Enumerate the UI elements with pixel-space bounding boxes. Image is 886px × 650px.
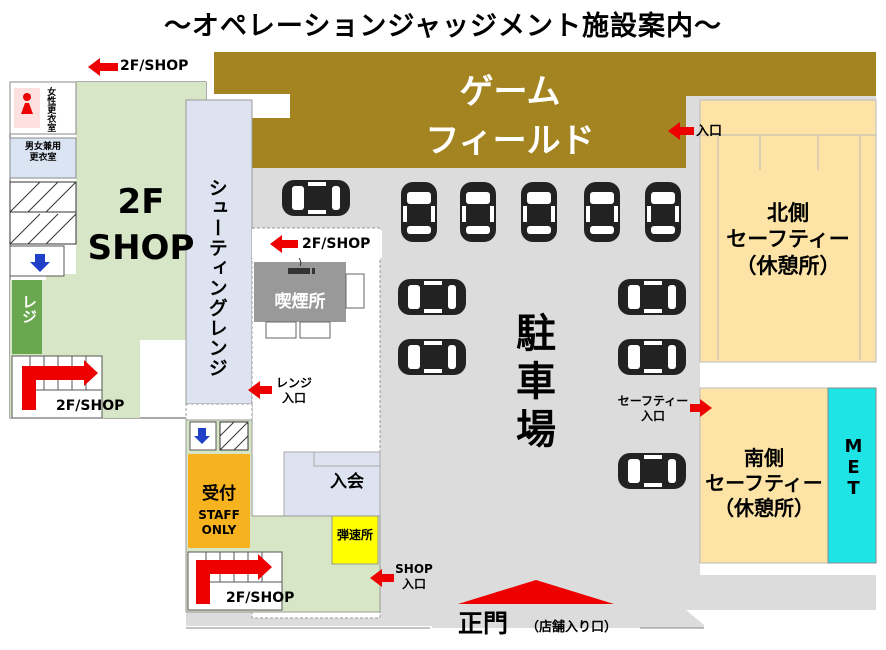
shop-link-sign: 2F/SHOP <box>120 58 189 74</box>
women-icon <box>23 93 31 101</box>
game-field <box>214 52 876 168</box>
shop-link-sign: 2F/SHOP <box>226 590 295 606</box>
shooting-range <box>185 99 253 405</box>
shop-building <box>10 82 206 418</box>
bench <box>345 273 365 309</box>
range-entrance-sign: レンジ 入口 <box>275 376 312 405</box>
arrow-left-icon <box>248 381 272 399</box>
car-icon <box>618 339 686 375</box>
car-icon <box>460 182 496 242</box>
car-icon <box>401 182 437 242</box>
parking-label: 駐 車 場 <box>516 311 556 453</box>
arrow-left-icon <box>668 122 694 140</box>
car-icon <box>521 182 557 242</box>
arrow-left-icon <box>370 569 394 587</box>
unisex-changing-label: 男女兼用 更衣室 <box>24 142 61 164</box>
staff-only-label: STAFF ONLY <box>198 508 240 537</box>
shop-link-sign: 2F/SHOP <box>302 236 371 252</box>
chrono-area <box>331 515 379 565</box>
smoking-icon <box>288 268 310 274</box>
register-label: レジ <box>20 294 38 324</box>
stairs-arrow-icon <box>22 360 98 410</box>
main-gate-label: 正門 <box>458 609 509 638</box>
shooting-range-label: シューティングレンジ <box>205 178 228 378</box>
met-label: MET <box>843 436 864 499</box>
safety-entrance-sign: セーフティー 入口 <box>617 394 689 423</box>
reception-desk <box>188 454 250 548</box>
south-safety-label: 南側 セーフティー （休憩所） <box>705 446 823 520</box>
game-field-label: ゲーム フィールド <box>425 72 595 162</box>
entry-fee-label: 入会 <box>330 472 364 492</box>
car-icon <box>618 279 686 315</box>
register-area <box>12 280 42 354</box>
arrow-up-icon <box>458 580 614 604</box>
met-area <box>827 387 877 564</box>
women-changing-label: 女性更衣室 <box>45 87 56 132</box>
car-icon <box>398 279 466 315</box>
shop-link-sign: 2F/SHOP <box>56 398 125 414</box>
shop-entrance-sign: SHOP 入口 <box>395 562 433 591</box>
smoking-label: 喫煙所 <box>274 292 326 312</box>
stairs-arrow-icon <box>196 554 272 604</box>
shop2f-label: 2F SHOP <box>87 182 195 268</box>
main-gate-note: （店舗入り口） <box>526 620 618 635</box>
car-icon <box>618 453 686 489</box>
reception-label: 受付 <box>202 484 236 504</box>
car-icon <box>398 339 466 375</box>
car-icon <box>645 182 681 242</box>
toilet-icon <box>194 428 210 444</box>
page-title: ～オペレーションジャッジメント施設案内～ <box>163 11 723 42</box>
north-safety-area <box>699 99 877 363</box>
chrono-label: 弾速所 <box>336 528 373 542</box>
north-safety-label: 北側 セーフティー （休憩所） <box>726 201 850 278</box>
toilet-icon <box>30 254 50 272</box>
car-icon <box>584 182 620 242</box>
car-icon <box>282 180 350 216</box>
stairs-hatch-icon <box>9 181 77 245</box>
unisex-changing-room <box>9 137 77 179</box>
arrow-right-icon <box>690 399 712 417</box>
entrance-sign: 入口 <box>696 124 723 139</box>
